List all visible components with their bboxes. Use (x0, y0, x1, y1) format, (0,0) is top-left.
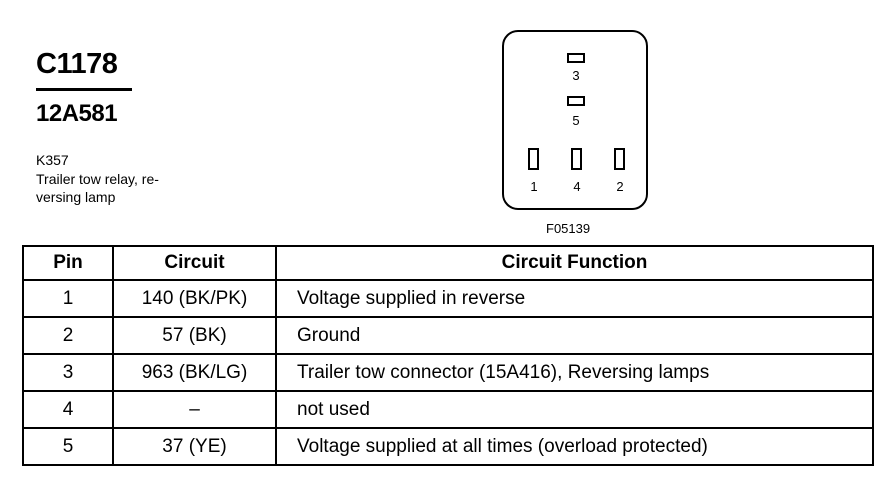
pin-cell: 3 (22, 353, 114, 392)
figure-id: F05139 (546, 221, 591, 236)
table-row: 1 140 (BK/PK) Voltage supplied in revers… (22, 279, 874, 318)
header-circuit: Circuit (112, 245, 277, 281)
function-cell: Ground (275, 316, 874, 355)
pin-cell: 1 (22, 279, 114, 318)
function-cell: Voltage supplied in reverse (275, 279, 874, 318)
table-row: 4 – not used (22, 390, 874, 429)
component-reference: K357 (36, 152, 69, 168)
connector-face-diagram (502, 30, 648, 210)
circuit-cell: 57 (BK) (112, 316, 277, 355)
description-line-2: versing lamp (36, 189, 116, 205)
pin-1-label: 1 (530, 179, 538, 194)
circuit-cell: 37 (YE) (112, 427, 277, 466)
function-cell: Trailer tow connector (15A416), Reversin… (275, 353, 874, 392)
pin-5-terminal (567, 96, 585, 106)
header-pin: Pin (22, 245, 114, 281)
table-header-row: Pin Circuit Circuit Function (22, 245, 874, 281)
pin-table: Pin Circuit Circuit Function 1 140 (BK/P… (22, 245, 874, 466)
part-number: 12A581 (36, 100, 118, 127)
pin-1-terminal (528, 148, 539, 170)
pin-3-label: 3 (572, 68, 580, 83)
pin-2-terminal (614, 148, 625, 170)
pin-5-label: 5 (572, 113, 580, 128)
pin-cell: 4 (22, 390, 114, 429)
component-description: Trailer tow relay, re- versing lamp (36, 170, 196, 206)
pin-4-terminal (571, 148, 582, 170)
header-circuit-function: Circuit Function (275, 245, 874, 281)
pin-3-terminal (567, 53, 585, 63)
pin-4-label: 4 (573, 179, 581, 194)
pin-cell: 2 (22, 316, 114, 355)
connector-id-underline (36, 88, 132, 91)
circuit-cell: 140 (BK/PK) (112, 279, 277, 318)
function-cell: Voltage supplied at all times (overload … (275, 427, 874, 466)
pin-2-label: 2 (616, 179, 624, 194)
circuit-cell: – (112, 390, 277, 429)
table-row: 5 37 (YE) Voltage supplied at all times … (22, 427, 874, 466)
connector-id: C1178 (36, 48, 118, 80)
description-line-1: Trailer tow relay, re- (36, 171, 159, 187)
table-row: 2 57 (BK) Ground (22, 316, 874, 355)
table-row: 3 963 (BK/LG) Trailer tow connector (15A… (22, 353, 874, 392)
function-cell: not used (275, 390, 874, 429)
circuit-cell: 963 (BK/LG) (112, 353, 277, 392)
pin-cell: 5 (22, 427, 114, 466)
